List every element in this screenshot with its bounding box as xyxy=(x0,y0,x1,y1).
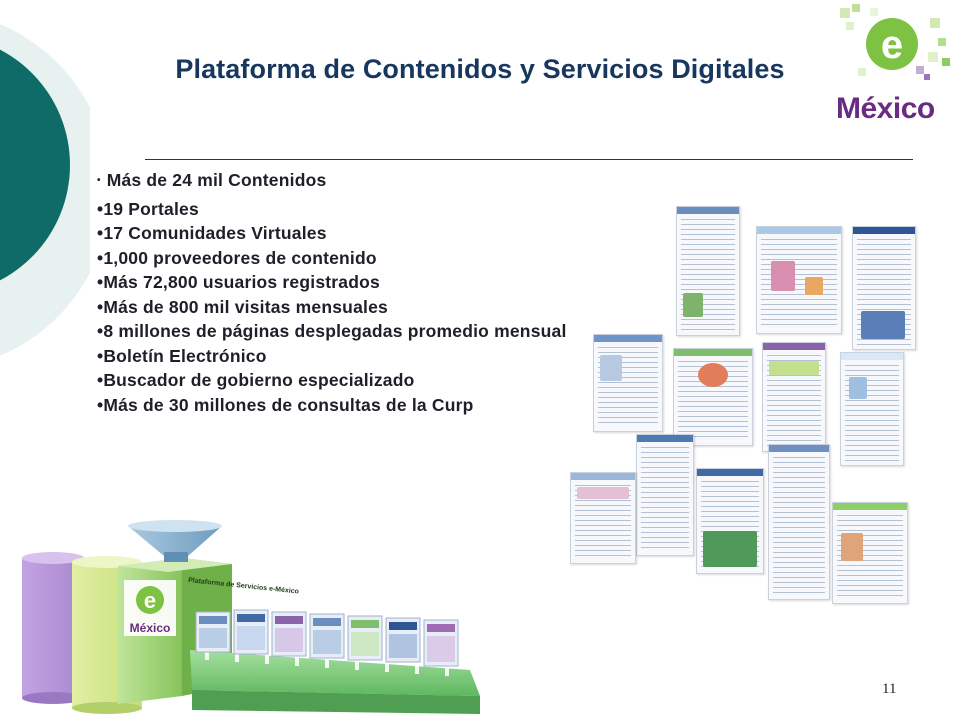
bullet-item: •1,000 proveedores de contenido xyxy=(97,247,377,268)
portal-thumbnail xyxy=(593,334,663,432)
bullet-item: •Más 72,800 usuarios registrados xyxy=(97,272,380,292)
title-divider xyxy=(145,159,913,160)
portal-thumbnail xyxy=(636,434,694,556)
decorative-circles xyxy=(0,24,90,356)
bullet-item: •17 Comunidades Virtuales xyxy=(97,223,327,243)
bullet-item: •8 millones de páginas desplegadas prome… xyxy=(97,321,567,341)
page-number: 11 xyxy=(882,681,897,697)
portal-thumbnail xyxy=(570,472,636,564)
logo-word: México xyxy=(836,92,935,125)
content-box xyxy=(385,617,421,663)
machine-logo-letter: e xyxy=(144,588,156,613)
portal-thumbnail xyxy=(756,226,842,334)
e-mexico-logo: e xyxy=(840,4,950,80)
portal-thumbnail xyxy=(832,502,908,604)
portal-thumbnail xyxy=(762,342,826,452)
machine-logo-word: México xyxy=(130,621,171,635)
content-box xyxy=(347,615,383,661)
bullet-item: •Más de 30 millones de consultas de la C… xyxy=(97,394,474,415)
funnel xyxy=(128,520,222,562)
content-boxes xyxy=(195,609,459,667)
bullet-item: •Buscador de gobierno especializado xyxy=(97,370,415,390)
content-box xyxy=(195,611,231,653)
bullet-item: •19 Portales xyxy=(97,198,199,219)
portal-thumbnail xyxy=(852,226,916,350)
portal-thumbnail xyxy=(768,444,830,600)
bullet-item: •Boletín Electrónico xyxy=(97,345,267,366)
platform-machine-illustration: e México Plataforma de Servicios e-Méxic… xyxy=(22,520,480,714)
teal-circle xyxy=(0,49,70,281)
logo-e-letter: e xyxy=(881,23,903,67)
portal-thumbnail xyxy=(696,468,764,574)
content-box xyxy=(233,609,269,655)
portal-thumbnail xyxy=(673,348,753,446)
bullet-item: •Más de 24 mil Contenidos xyxy=(97,170,327,190)
content-box xyxy=(309,613,345,659)
slide-title: Plataforma de Contenidos y Servicios Dig… xyxy=(175,54,785,84)
portal-thumbnail xyxy=(840,352,904,466)
content-box xyxy=(423,619,459,667)
bullet-item: •Más de 800 mil visitas mensuales xyxy=(97,296,388,317)
content-box xyxy=(271,611,307,657)
logo-e-circle xyxy=(866,18,918,70)
portal-thumbnail xyxy=(676,206,740,336)
bullet-list: •Más de 24 mil Contenidos •19 Portales •… xyxy=(97,168,567,417)
conveyor-belt xyxy=(190,650,480,714)
